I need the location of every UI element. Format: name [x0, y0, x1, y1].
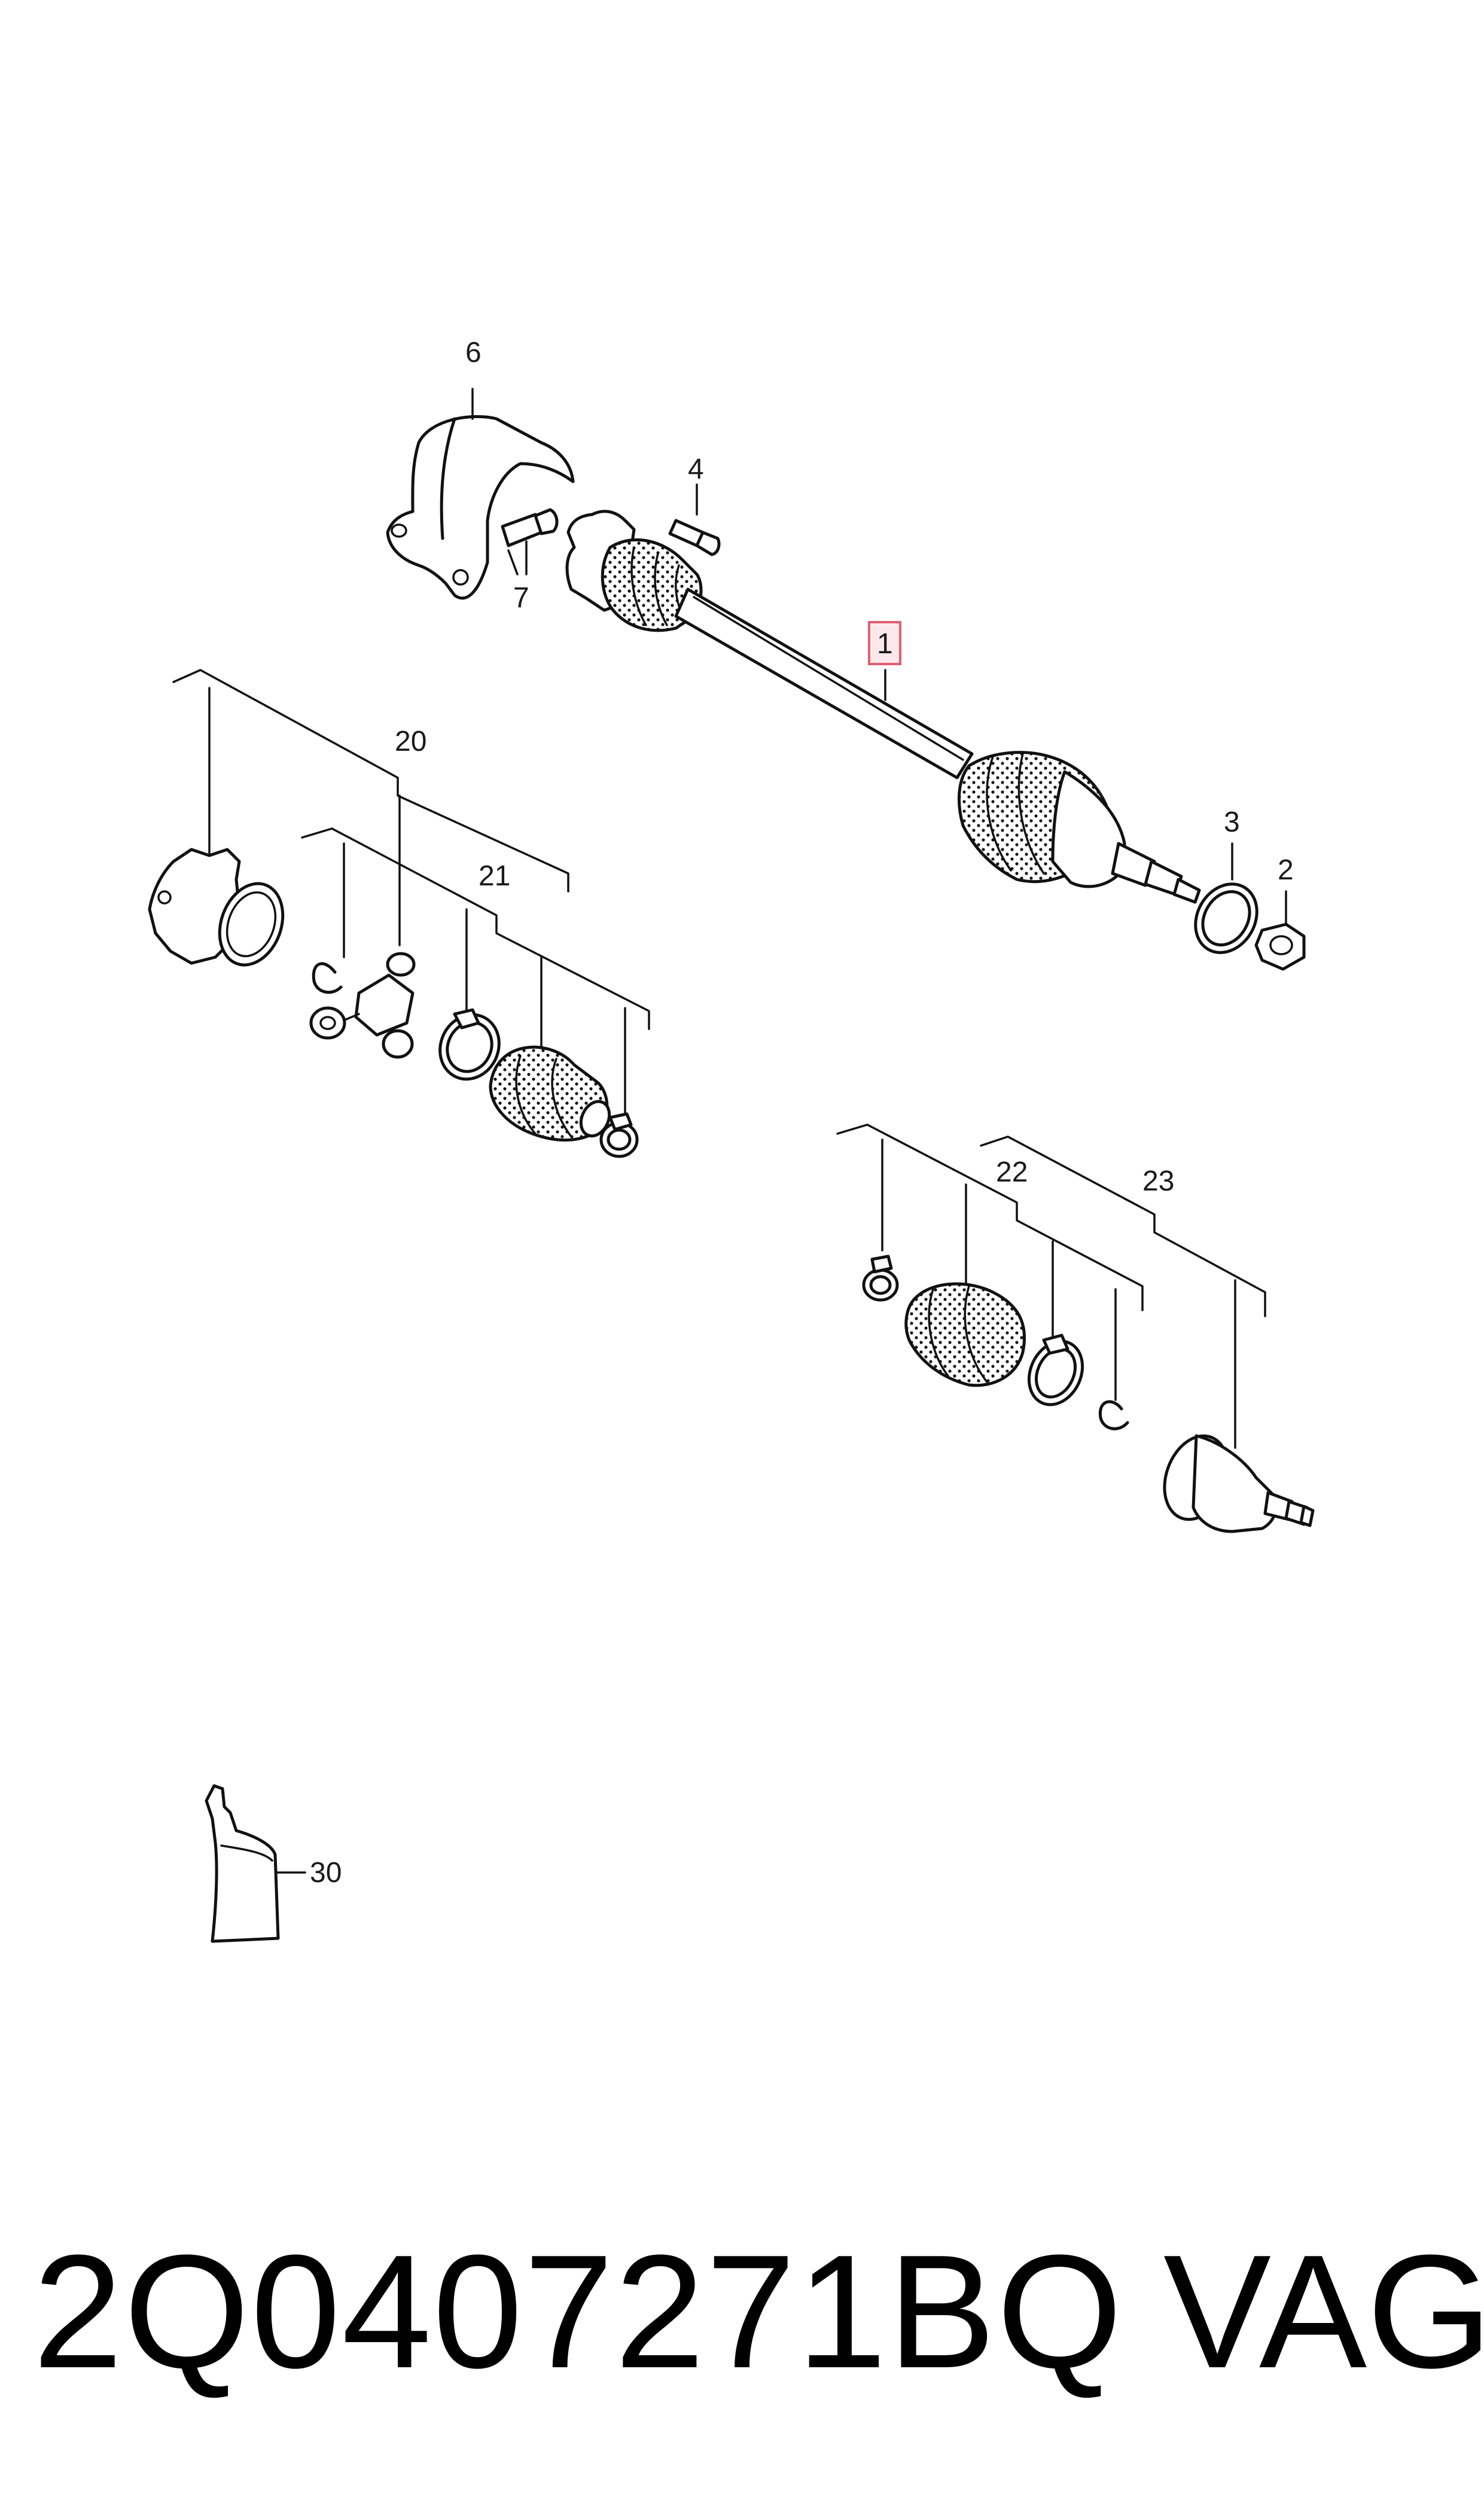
inner-boot [489, 1045, 611, 1142]
callout-label-23: 23 [1142, 1165, 1174, 1197]
callout-label-3: 3 [1224, 806, 1240, 838]
drive-shaft-part-1 [565, 510, 1201, 904]
heat-shield-part-6 [386, 388, 575, 600]
bolt-part-4 [668, 483, 721, 556]
nut-part-2 [1254, 890, 1306, 971]
part-number: 2Q0407271BQ [33, 2222, 1124, 2402]
clamp-small [599, 1112, 639, 1158]
callout-label-30: 30 [310, 1857, 342, 1889]
group-bracket-22 [836, 1123, 1144, 1401]
callout-label-22: 22 [996, 1156, 1028, 1188]
callout-label-4: 4 [688, 453, 704, 485]
callout-box-1 [868, 621, 901, 665]
circlip-22 [1098, 1400, 1129, 1430]
seal-ring-part-3 [1194, 842, 1258, 954]
group-bracket-23 [980, 1135, 1266, 1449]
circlip [312, 962, 343, 994]
callout-label-1: 1 [877, 628, 893, 660]
brand-name: VAG [1163, 2222, 1484, 2402]
callout-label-20: 20 [395, 726, 426, 757]
clamp-large [438, 1008, 501, 1081]
group-bracket-20 [172, 669, 569, 946]
inner-cv-housing [148, 848, 285, 967]
callout-label-6: 6 [465, 337, 482, 369]
bolt-part-7 [501, 508, 559, 576]
outer-boot-22 [904, 1282, 1026, 1387]
callout-label-7: 7 [513, 582, 529, 614]
tripod-joint [309, 952, 416, 1059]
grease-tube-part-30 [205, 1784, 306, 1943]
callout-label-2: 2 [1278, 854, 1294, 886]
large-clamp-22 [1027, 1333, 1084, 1406]
outer-cv-joint-23 [1163, 1434, 1315, 1533]
small-clamp-22 [862, 1255, 899, 1302]
callout-label-21: 21 [479, 860, 510, 892]
group-bracket-21 [301, 827, 650, 1114]
